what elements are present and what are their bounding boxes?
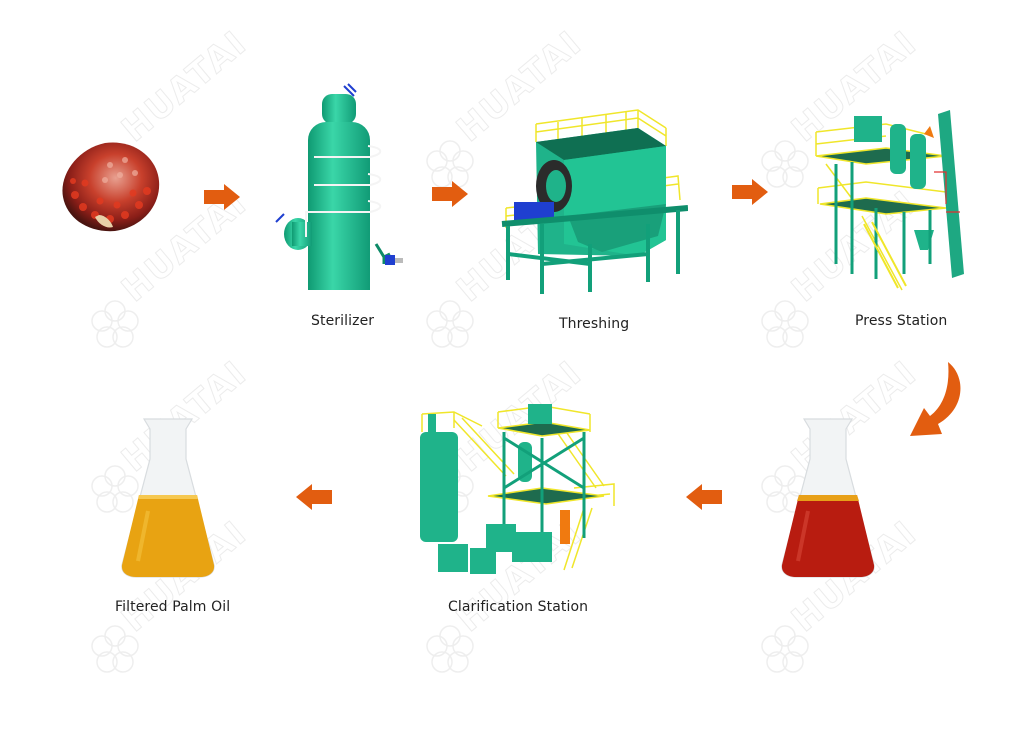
step-label-threshing: Threshing	[559, 316, 630, 332]
threshing-drum-icon	[501, 109, 688, 294]
filtered-oil-flask-icon	[121, 418, 215, 578]
step-label-clarification: Clarification Station	[448, 599, 589, 615]
step-press	[806, 104, 971, 294]
press-station-icon	[815, 110, 964, 291]
step-label-filtered-oil: Filtered Palm Oil	[115, 599, 231, 615]
step-crude-oil	[778, 415, 878, 580]
arrow-left-icon	[686, 484, 722, 510]
arrow-left-icon	[296, 484, 332, 510]
step-filtered-oil	[118, 415, 218, 580]
clarification-station-icon	[420, 404, 615, 574]
sterilizer-vessel-icon	[275, 83, 403, 290]
arrow-curved-down-icon	[910, 362, 961, 436]
arrow-right-icon	[732, 179, 768, 205]
arrow-right-icon	[204, 184, 240, 210]
arrow-right-icon	[432, 181, 468, 207]
crude-oil-flask-icon	[781, 418, 875, 578]
step-label-press: Press Station	[855, 313, 948, 329]
step-sterilizer	[272, 82, 412, 297]
step-label-sterilizer: Sterilizer	[311, 313, 375, 329]
step-clarification	[414, 398, 619, 578]
step-threshing	[498, 104, 688, 299]
step-fruit	[55, 135, 165, 235]
palm-fruit-bunch-icon	[62, 142, 160, 232]
